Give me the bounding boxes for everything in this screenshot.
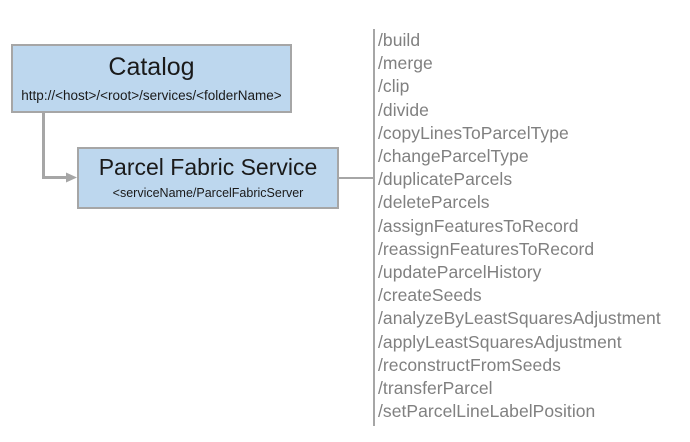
operation-item[interactable]: /assignFeaturesToRecord bbox=[378, 215, 579, 236]
operation-item[interactable]: /changeParcelType bbox=[378, 146, 529, 167]
node-catalog-subtitle: http://<host>/<root>/services/<folderNam… bbox=[21, 87, 282, 103]
node-parcel-fabric-service-title: Parcel Fabric Service bbox=[98, 154, 318, 181]
arrowhead-icon bbox=[66, 172, 77, 183]
node-parcel-fabric-service[interactable]: Parcel Fabric Service <serviceName/Parce… bbox=[77, 147, 339, 209]
operation-item[interactable]: /reassignFeaturesToRecord bbox=[378, 238, 595, 259]
operation-item[interactable]: /duplicateParcels bbox=[378, 169, 513, 190]
operation-item[interactable]: /merge bbox=[378, 53, 433, 74]
operation-item[interactable]: /createSeeds bbox=[378, 285, 482, 306]
operation-item[interactable]: /build bbox=[378, 30, 421, 50]
operation-item[interactable]: /updateParcelHistory bbox=[378, 262, 542, 283]
operation-item[interactable]: /analyzeByLeastSquaresAdjustment bbox=[378, 308, 661, 329]
operation-item[interactable]: /transferParcel bbox=[378, 378, 493, 399]
node-catalog-title: Catalog bbox=[108, 53, 195, 82]
operation-item[interactable]: /deleteParcels bbox=[378, 192, 490, 213]
operation-item[interactable]: /applyLeastSquaresAdjustment bbox=[378, 331, 622, 352]
operation-item[interactable]: /copyLinesToParcelType bbox=[378, 122, 569, 143]
connector-catalog-to-service bbox=[42, 113, 77, 183]
node-catalog[interactable]: Catalog http://<host>/<root>/services/<f… bbox=[11, 44, 292, 113]
node-parcel-fabric-service-subtitle: <serviceName/ParcelFabricServer bbox=[112, 185, 304, 200]
operation-item[interactable]: /clip bbox=[378, 76, 410, 97]
operation-item[interactable]: /setParcelLineLabelPosition bbox=[378, 401, 596, 422]
operation-item[interactable]: /reconstructFromSeeds bbox=[378, 354, 561, 375]
operation-item[interactable]: /divide bbox=[378, 99, 429, 120]
operations-list: /build /merge /clip /divide /copyLinesTo… bbox=[378, 29, 683, 423]
